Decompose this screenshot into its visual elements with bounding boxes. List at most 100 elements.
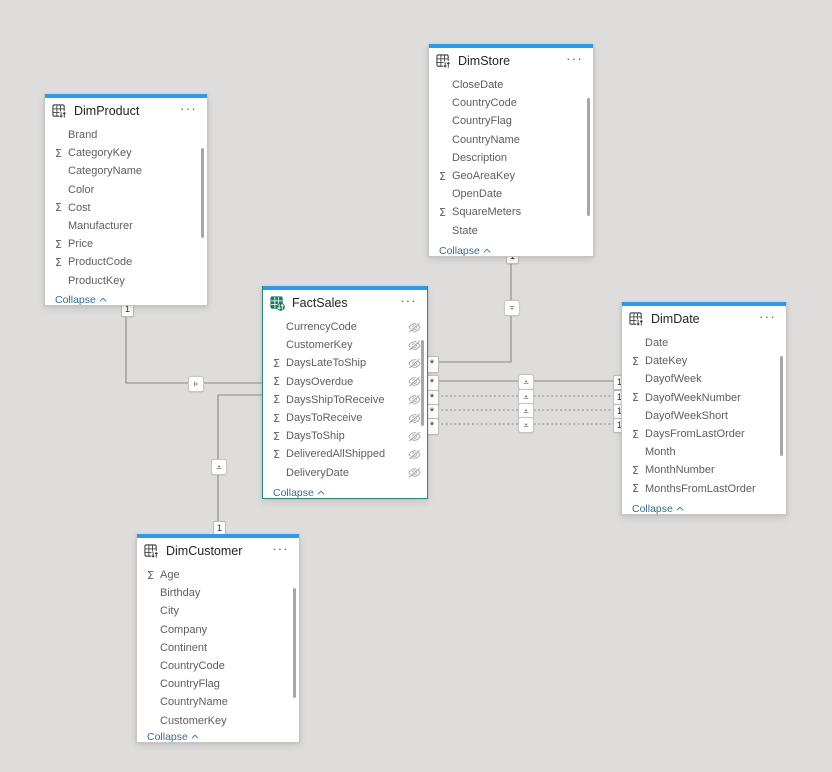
- field-list-scrollbar[interactable]: [293, 588, 296, 698]
- table-card-dimcustomer[interactable]: DimCustomer ··· Σ Age Birthday City Comp…: [136, 534, 300, 743]
- cross-filter-direction-icon[interactable]: [507, 303, 517, 313]
- field-row[interactable]: State: [429, 222, 593, 240]
- more-options-icon[interactable]: ···: [759, 308, 776, 324]
- field-row[interactable]: DayofWeek: [622, 370, 786, 388]
- collapse-button[interactable]: Collapse: [622, 500, 786, 517]
- field-row[interactable]: CustomerKey: [137, 712, 299, 729]
- cross-filter-direction-icon[interactable]: [521, 420, 531, 430]
- more-options-icon[interactable]: ···: [400, 292, 417, 308]
- field-row[interactable]: Month: [622, 443, 786, 461]
- field-row[interactable]: Σ DaysToReceive: [263, 409, 427, 427]
- field-row[interactable]: CustomerKey: [263, 336, 427, 354]
- field-list[interactable]: Date Σ DateKey DayofWeek Σ DayofWeekNumb…: [622, 332, 786, 500]
- field-row[interactable]: Continent: [137, 639, 299, 657]
- more-options-icon[interactable]: ···: [272, 540, 289, 556]
- field-row[interactable]: CountryCode: [137, 657, 299, 675]
- field-row[interactable]: Birthday: [137, 584, 299, 602]
- field-row[interactable]: Date: [622, 334, 786, 352]
- table-card-factsales[interactable]: FactSales ··· CurrencyCode CustomerKey Σ…: [262, 286, 428, 499]
- field-list-scrollbar[interactable]: [421, 340, 424, 426]
- field-row[interactable]: Description: [429, 149, 593, 167]
- hidden-field-icon[interactable]: [407, 394, 421, 405]
- cross-filter-direction-icon[interactable]: [521, 406, 531, 416]
- field-row[interactable]: Σ GeoAreaKey: [429, 167, 593, 185]
- field-row[interactable]: CurrencyCode: [263, 318, 427, 336]
- cross-filter-direction-marker[interactable]: [211, 459, 227, 475]
- cross-filter-direction-icon[interactable]: [521, 377, 531, 387]
- hidden-field-icon[interactable]: [407, 448, 421, 460]
- field-row[interactable]: Brand: [45, 126, 207, 144]
- table-header[interactable]: FactSales ···: [263, 290, 427, 316]
- field-row[interactable]: CloseDate: [429, 76, 593, 94]
- field-row[interactable]: Σ DaysToShip: [263, 427, 427, 445]
- cross-filter-direction-marker[interactable]: [188, 376, 204, 392]
- collapse-button[interactable]: Collapse: [45, 291, 207, 308]
- collapse-button[interactable]: Collapse: [263, 484, 427, 501]
- field-row[interactable]: ProductKey: [45, 272, 207, 290]
- hidden-field-icon[interactable]: [407, 467, 421, 478]
- hidden-field-icon[interactable]: [407, 339, 421, 351]
- field-row[interactable]: CountryCode: [429, 94, 593, 112]
- field-list[interactable]: Brand Σ CategoryKey CategoryName Color Σ…: [45, 124, 207, 291]
- table-card-dimdate[interactable]: DimDate ··· Date Σ DateKey DayofWeek Σ D…: [621, 302, 787, 515]
- field-row[interactable]: Color: [45, 181, 207, 199]
- field-list[interactable]: Σ Age Birthday City Company Continent: [137, 564, 299, 728]
- table-header[interactable]: DimProduct ···: [45, 98, 207, 124]
- field-row[interactable]: Σ DaysShipToReceive: [263, 391, 427, 409]
- field-row[interactable]: CategoryName: [45, 162, 207, 180]
- collapse-button[interactable]: Collapse: [429, 242, 593, 259]
- eye-hidden-icon[interactable]: [407, 339, 421, 351]
- eye-hidden-icon[interactable]: [407, 412, 421, 424]
- field-row[interactable]: City: [137, 602, 299, 620]
- cross-filter-direction-marker[interactable]: [518, 403, 534, 419]
- field-row[interactable]: Σ Price: [45, 235, 207, 253]
- field-row[interactable]: Σ Age: [137, 566, 299, 584]
- field-list-scrollbar[interactable]: [587, 98, 590, 216]
- field-row[interactable]: CountryName: [429, 131, 593, 149]
- hidden-field-icon[interactable]: [407, 412, 421, 424]
- relationship-line-rel-store-factsales[interactable]: [428, 257, 512, 363]
- field-row[interactable]: Σ DaysFromLastOrder: [622, 425, 786, 443]
- eye-hidden-icon[interactable]: [407, 467, 421, 478]
- table-card-dimstore[interactable]: DimStore ··· CloseDate CountryCode Count…: [428, 44, 594, 257]
- table-header[interactable]: DimCustomer ···: [137, 538, 299, 564]
- eye-hidden-icon[interactable]: [407, 376, 421, 387]
- field-row[interactable]: Σ DayofWeekNumber: [622, 389, 786, 407]
- hidden-field-icon[interactable]: [407, 357, 421, 369]
- field-row[interactable]: Σ DeliveredAllShipped: [263, 445, 427, 463]
- eye-hidden-icon[interactable]: [407, 357, 421, 369]
- table-header[interactable]: DimDate ···: [622, 306, 786, 332]
- more-options-icon[interactable]: ···: [180, 100, 197, 116]
- field-row[interactable]: Σ MonthNumber: [622, 461, 786, 479]
- field-list-scrollbar[interactable]: [201, 148, 204, 238]
- hidden-field-icon[interactable]: [407, 321, 421, 333]
- field-list[interactable]: CloseDate CountryCode CountryFlag Countr…: [429, 74, 593, 242]
- field-row[interactable]: Manufacturer: [45, 217, 207, 235]
- eye-hidden-icon[interactable]: [407, 430, 421, 442]
- field-row[interactable]: Σ DateKey: [622, 352, 786, 370]
- table-card-dimproduct[interactable]: DimProduct ··· Brand Σ CategoryKey Categ…: [44, 94, 208, 306]
- hidden-field-icon[interactable]: [407, 430, 421, 442]
- field-row[interactable]: Σ DaysLateToShip: [263, 354, 427, 372]
- eye-hidden-icon[interactable]: [407, 321, 421, 333]
- cross-filter-direction-icon[interactable]: [214, 462, 224, 472]
- cross-filter-direction-marker[interactable]: [518, 374, 534, 390]
- eye-hidden-icon[interactable]: [407, 448, 421, 460]
- field-row[interactable]: Σ CategoryKey: [45, 144, 207, 162]
- field-row[interactable]: Company: [137, 621, 299, 639]
- field-row[interactable]: Σ MonthsFromLastOrder: [622, 480, 786, 498]
- eye-hidden-icon[interactable]: [407, 394, 421, 405]
- field-row[interactable]: CountryFlag: [137, 675, 299, 693]
- cross-filter-direction-marker[interactable]: [504, 300, 520, 316]
- cross-filter-direction-marker[interactable]: [518, 417, 534, 433]
- table-header[interactable]: DimStore ···: [429, 48, 593, 74]
- cross-filter-direction-icon[interactable]: [521, 392, 531, 402]
- field-row[interactable]: OpenDate: [429, 185, 593, 203]
- hidden-field-icon[interactable]: [407, 376, 421, 387]
- cross-filter-direction-icon[interactable]: [191, 379, 201, 389]
- field-row[interactable]: DeliveryDate: [263, 464, 427, 482]
- field-row[interactable]: Σ Cost: [45, 199, 207, 217]
- field-row[interactable]: Σ SquareMeters: [429, 203, 593, 221]
- field-row[interactable]: CountryName: [137, 693, 299, 711]
